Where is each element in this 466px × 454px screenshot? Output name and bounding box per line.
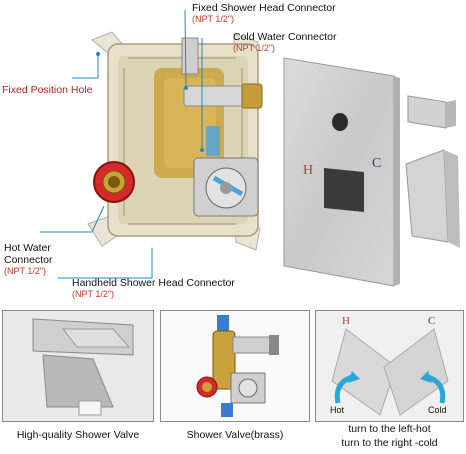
panel-brass-caption: Shower Valve(brass): [186, 429, 284, 441]
callout-cold-water: Cold Water Connector (NPT 1/2"): [233, 31, 337, 54]
trim-hot-letter: H: [303, 163, 314, 178]
callout-cold-water-title: Cold Water Connector: [233, 31, 337, 43]
panel3-cold-label: Cold: [428, 405, 447, 415]
rough-in-valve-image: [84, 28, 284, 260]
panel3-hot-label: Hot: [330, 405, 345, 415]
panel-high-quality-valve: [2, 310, 154, 422]
callout-handheld-spec: (NPT 1/2"): [72, 289, 115, 299]
callout-fixed-shower-head: Fixed Shower Head Connector (NPT 1/2"): [192, 2, 336, 25]
trim-cold-letter: C: [372, 156, 382, 171]
panel-high-quality-caption: High-quality Shower Valve: [16, 429, 140, 441]
callout-handheld: Handheld Shower Head Connector (NPT 1/2"…: [72, 277, 235, 300]
callout-hot-water-title-1: Hot Water: [4, 242, 51, 254]
trim-plate-image: [282, 56, 466, 288]
panel3-cold-letter: C: [428, 315, 436, 327]
panel-brass-valve: [160, 310, 310, 422]
panel-turn-caption-2: turn to the right -cold: [341, 437, 438, 449]
callout-fixed-shower-head-title: Fixed Shower Head Connector: [192, 2, 336, 14]
callout-handheld-title: Handheld Shower Head Connector: [72, 277, 235, 289]
callout-hot-water: Hot Water Connector (NPT 1/2"): [4, 242, 52, 277]
panel3-hot-letter: H: [342, 315, 350, 327]
panel-turn-caption-1: turn to the left-hot: [348, 423, 431, 435]
callout-cold-water-spec: (NPT 1/2"): [233, 43, 276, 53]
callout-fixed-position-hole: Fixed Position Hole: [2, 84, 93, 96]
panel-turn-direction: H C Hot Cold: [315, 310, 464, 422]
callout-fixed-shower-head-spec: (NPT 1/2"): [192, 14, 235, 24]
callout-hot-water-spec: (NPT 1/2"): [4, 266, 47, 276]
callout-hot-water-title-2: Connector: [4, 254, 53, 266]
